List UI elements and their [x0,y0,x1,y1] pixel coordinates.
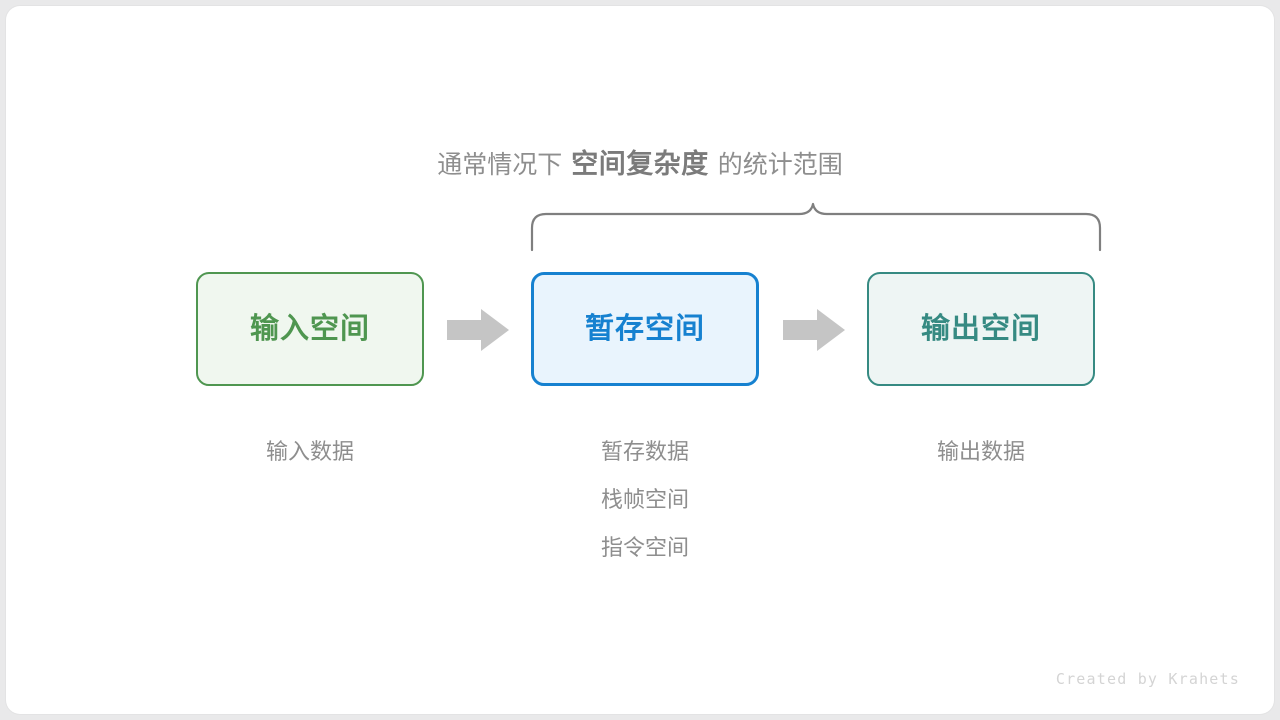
box-input-space: 输入空间 [196,272,424,386]
right-arrow-icon [783,309,845,351]
caption-line: 输入数据 [265,439,354,464]
box-input-space-label: 输入空间 [249,312,370,345]
box-output-space: 输出空间 [867,272,1095,386]
brace-caption-emphasis: 空间复杂度 [571,149,709,179]
footer-credit: Created by Krahets [1055,670,1240,688]
caption-output: 输出数据 [831,428,1131,476]
box-temp-space: 暂存空间 [531,272,759,386]
curly-brace-icon [530,202,1102,252]
caption-input: 输入数据 [160,428,460,476]
brace-caption: 通常情况下空间复杂度的统计范围 [6,151,1274,178]
caption-line: 栈帧空间 [600,487,689,512]
box-temp-space-label: 暂存空间 [584,312,705,345]
brace-caption-prefix: 通常情况下 [437,151,563,179]
caption-line: 输出数据 [936,439,1025,464]
box-output-space-label: 输出空间 [920,312,1041,345]
diagram-card: 通常情况下空间复杂度的统计范围 输入空间 暂存空间 输出空间 输入数据 暂存数据… [6,6,1274,714]
brace-caption-suffix: 的统计范围 [717,151,843,179]
caption-line: 暂存数据 [600,439,689,464]
right-arrow-icon [447,309,509,351]
caption-temp: 暂存数据 栈帧空间 指令空间 [495,428,795,572]
caption-line: 指令空间 [600,535,689,560]
